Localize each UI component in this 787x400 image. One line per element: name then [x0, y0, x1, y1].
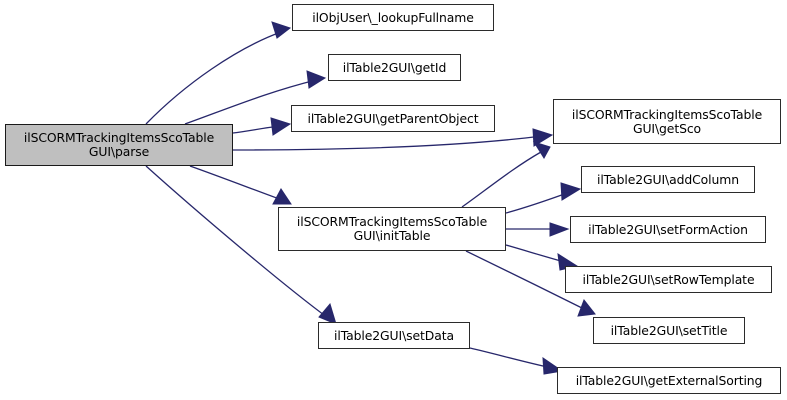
node-setData[interactable]: ilTable2GUI\setData	[318, 322, 470, 349]
node-label-getSco: ilSCORMTrackingItemsScoTable GUI\getSco	[571, 106, 763, 136]
node-label-setData: ilTable2GUI\setData	[334, 327, 454, 343]
edge-initTable-to-getSco	[461, 151, 542, 208]
arrowhead-initTable-to-setFormAction	[549, 222, 570, 237]
node-label-getId: ilTable2GUI\getId	[342, 59, 447, 75]
node-addColumn[interactable]: ilTable2GUI\addColumn	[581, 166, 755, 193]
edge-parse-to-initTable	[189, 165, 283, 201]
arrowhead-initTable-to-setTitle	[577, 298, 596, 317]
node-getParentObject[interactable]: ilTable2GUI\getParentObject	[291, 105, 495, 132]
arrowhead-parse-to-lookupFullname	[271, 21, 292, 39]
arrowhead-initTable-to-getSco	[532, 141, 551, 159]
node-label-setRowTemplate: ilTable2GUI\setRowTemplate	[582, 271, 755, 287]
node-label-setTitle: ilTable2GUI\setTitle	[610, 322, 728, 338]
edge-setData-to-getExternalSorting	[469, 347, 553, 369]
edge-initTable-to-setTitle	[465, 250, 587, 311]
edge-parse-to-getId	[184, 79, 317, 125]
arrowhead-parse-to-getParentObject	[270, 117, 292, 136]
node-parse[interactable]: ilSCORMTrackingItemsScoTable GUI\parse	[5, 124, 233, 166]
edge-parse-to-getSco	[232, 135, 543, 151]
node-label-setFormAction: ilTable2GUI\setFormAction	[588, 221, 748, 237]
node-initTable[interactable]: ilSCORMTrackingItemsScoTable GUI\initTab…	[278, 207, 506, 251]
node-label-lookupFullname: ilObjUser\_lookupFullname	[312, 9, 474, 25]
node-setRowTemplate[interactable]: ilTable2GUI\setRowTemplate	[565, 266, 772, 293]
edge-initTable-to-addColumn	[505, 191, 571, 214]
arrowhead-parse-to-getSco	[532, 128, 554, 147]
node-label-addColumn: ilTable2GUI\addColumn	[597, 171, 739, 187]
node-label-parse: ilSCORMTrackingItemsScoTable GUI\parse	[23, 130, 215, 159]
node-setTitle[interactable]: ilTable2GUI\setTitle	[593, 317, 745, 344]
node-label-getParentObject: ilTable2GUI\getParentObject	[307, 110, 479, 126]
arrowhead-parse-to-getId	[306, 70, 327, 89]
node-getSco[interactable]: ilSCORMTrackingItemsScoTable GUI\getSco	[553, 99, 781, 144]
node-lookupFullname[interactable]: ilObjUser\_lookupFullname	[292, 4, 494, 31]
node-label-initTable: ilSCORMTrackingItemsScoTable GUI\initTab…	[296, 214, 488, 243]
arrowhead-initTable-to-addColumn	[560, 182, 582, 201]
arrowhead-parse-to-setData	[318, 302, 337, 325]
node-label-getExternalSorting: ilTable2GUI\getExternalSorting	[575, 372, 763, 388]
node-setFormAction[interactable]: ilTable2GUI\setFormAction	[570, 216, 766, 243]
edge-parse-to-setData	[145, 165, 329, 319]
edge-parse-to-lookupFullname	[145, 31, 282, 125]
node-getExternalSorting[interactable]: ilTable2GUI\getExternalSorting	[557, 367, 781, 394]
arrowhead-parse-to-initTable	[272, 188, 292, 205]
node-getId[interactable]: ilTable2GUI\getId	[328, 54, 461, 81]
